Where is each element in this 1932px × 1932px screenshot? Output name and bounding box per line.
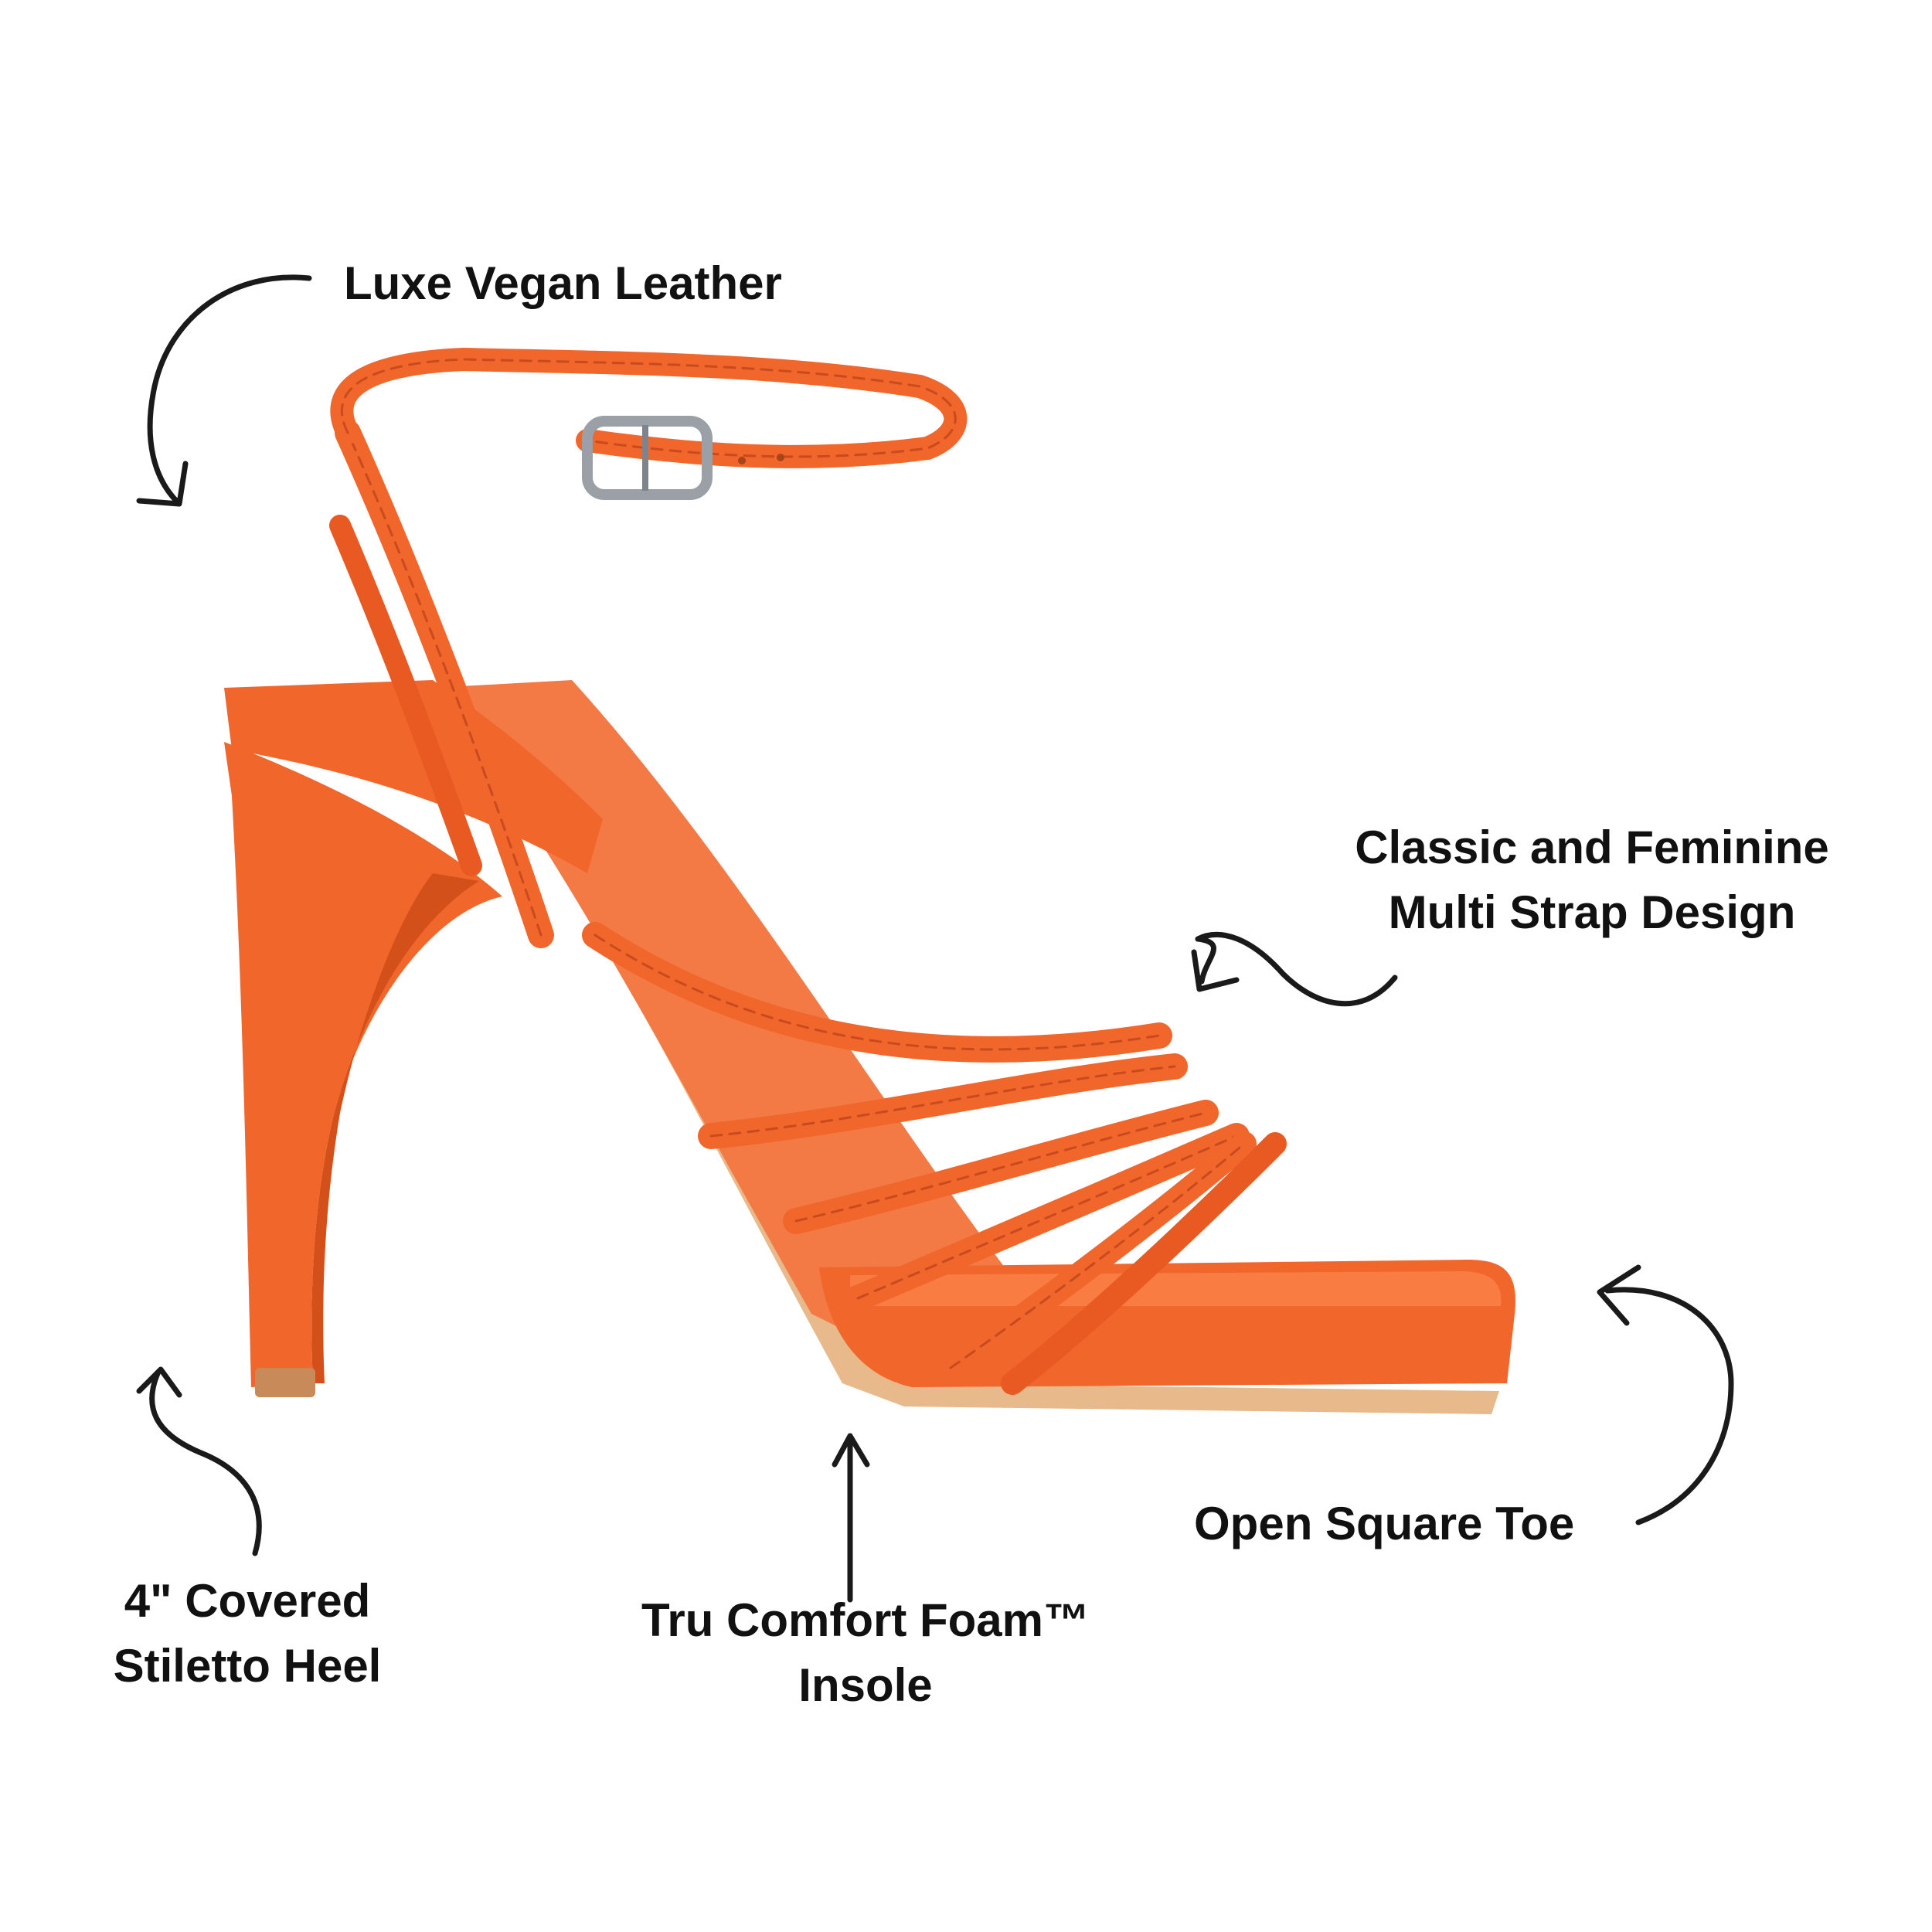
callout-heel-line-2: Stiletto Heel [113,1640,382,1692]
callout-insole-line-2: Insole [798,1659,933,1711]
callout-leather: Luxe Vegan Leather [344,251,782,316]
heel-arrow [136,1366,262,1556]
callout-toe-line-1: Open Square Toe [1194,1498,1575,1549]
ankle-strap [329,347,968,948]
callout-insole: Tru Comfort Foam™ Insole [587,1588,1144,1718]
heel-tip [255,1368,315,1397]
callout-strap-line-2: Multi Strap Design [1388,886,1796,938]
curved-arrow-up-icon [149,1369,262,1556]
insole-arrow [832,1433,870,1603]
squiggle-arrow-left-icon [1195,931,1398,1007]
callout-leather-line-1: Luxe Vegan Leather [344,257,782,309]
callout-heel: 4" Covered Stiletto Heel [70,1569,425,1699]
strap-arrow [1191,931,1398,1007]
curved-arrow-up-icon [1604,1287,1734,1526]
callout-heel-line-1: 4" Covered [124,1575,371,1627]
strappy-sandal-image [224,347,1515,1414]
front-straps [582,922,1287,1395]
callout-insole-line-1: Tru Comfort Foam™ [641,1594,1090,1646]
callout-strap-line-1: Classic and Feminine [1355,821,1829,873]
curved-arrow-down-icon [147,274,312,505]
callout-strap-design: Classic and Feminine Multi Strap Design [1314,815,1870,945]
leather-arrow [136,274,312,507]
toe-arrow [1597,1264,1734,1526]
footbed [433,680,1507,1360]
toe-highlight [850,1271,1502,1306]
buckle [582,416,784,500]
callout-toe: Open Square Toe [1194,1492,1574,1556]
